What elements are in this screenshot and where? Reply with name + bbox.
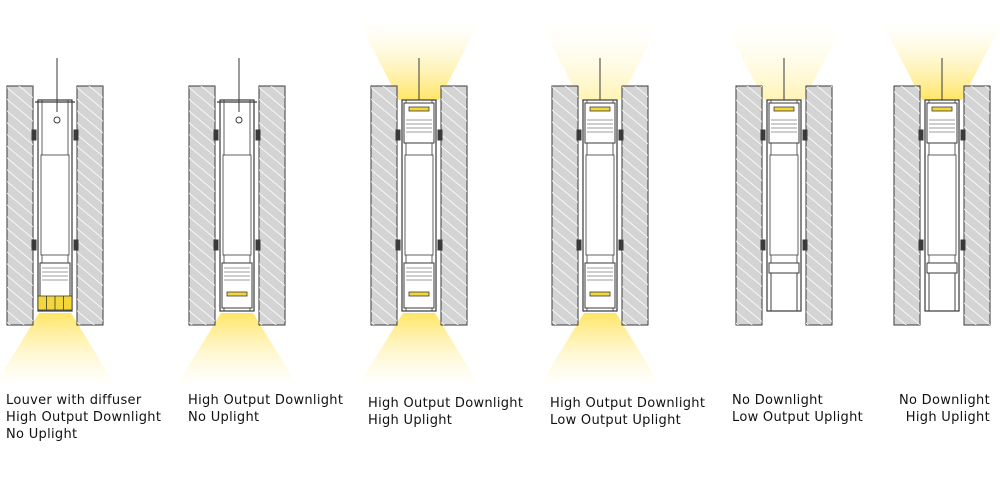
fixture-high-down-high-up [357,22,481,388]
clip-right-upper [73,129,79,141]
uplight-led [589,106,611,112]
clip-left-lower [213,239,219,251]
downlight-led [589,291,611,297]
downlight-beam [175,313,299,388]
wall-left-hatch [552,86,578,325]
clip-right-lower [255,239,261,251]
clip-right-upper [960,129,966,141]
downlight-module [403,262,435,309]
downlight-beam [0,313,117,388]
caption-line: No Downlight [898,393,990,408]
clip-right-lower [73,239,79,251]
caption-line: High Output Downlight [368,396,524,411]
caption-line: High Uplight [905,410,990,425]
clip-left-upper [576,129,582,141]
wall-left-hatch [371,86,397,325]
wall-right-hatch [622,86,648,325]
clip-right-upper [618,129,624,141]
fixture-louver-diffuser-downlight [0,58,117,388]
clip-right-upper [437,129,443,141]
clip-left-upper [918,129,924,141]
uplight-led [773,106,795,112]
uplight-led [931,106,953,112]
wall-left-hatch [189,86,215,325]
wall-right-hatch [259,86,285,325]
clip-left-upper [213,129,219,141]
uplight-led [408,106,430,112]
wall-left-hatch [7,86,33,325]
caption-high-down-high-up: High Output Downlight High Uplight [368,395,523,429]
clip-right-lower [437,239,443,251]
fixture-high-up-only [882,22,1000,326]
caption-line: Low Output Uplight [732,410,864,425]
caption-low-up-only: No Downlight Low Output Uplight [732,392,863,426]
fixture-high-down-low-up [538,22,662,388]
driver-box [585,154,615,256]
clip-left-lower [576,239,582,251]
caption-line: High Output Downlight [188,393,344,408]
wall-right-hatch [441,86,467,325]
clip-left-lower [31,239,37,251]
end-cap [926,262,958,274]
caption-high-up-only: No Downlight High Uplight [884,392,990,426]
clip-left-lower [918,239,924,251]
clip-left-upper [31,129,37,141]
cable-ring [235,116,243,124]
caption-line: Low Output Uplight [550,413,682,428]
uplight-beam [882,22,1000,100]
downlight-led [226,291,248,297]
clip-right-lower [618,239,624,251]
caption-line: No Uplight [6,427,78,442]
downlight-led [408,291,430,297]
caption-louver-diffuser-downlight: Louver with diffuser High Output Downlig… [6,392,161,443]
caption-line: No Downlight [732,393,824,408]
clip-left-upper [760,129,766,141]
driver-box [40,154,70,256]
caption-line: Louver with diffuser [6,393,142,408]
wall-left-hatch [736,86,762,325]
caption-line: High Output Downlight [550,396,706,411]
clip-left-lower [760,239,766,251]
driver-box [222,154,252,256]
fixture-low-up-only [724,22,844,326]
cable-ring [53,116,61,124]
clip-right-upper [802,129,808,141]
caption-line: High Uplight [368,413,453,428]
downlight-beam [538,313,662,388]
fixtures-layer [0,22,1000,388]
driver-box [927,154,957,256]
clip-right-lower [802,239,808,251]
downlight-module [584,262,616,309]
caption-line: High Output Downlight [6,410,162,425]
end-cap [768,262,800,274]
downlight-module [221,262,253,309]
wall-right-hatch [964,86,990,325]
caption-high-down-low-up: High Output Downlight Low Output Uplight [550,395,705,429]
driver-box [769,154,799,256]
driver-box [404,154,434,256]
caption-high-downlight: High Output Downlight No Uplight [188,392,343,426]
clip-left-upper [395,129,401,141]
clip-left-lower [395,239,401,251]
clip-right-upper [255,129,261,141]
downlight-beam [357,313,481,388]
caption-line: No Uplight [188,410,260,425]
wall-right-hatch [806,86,832,325]
wall-right-hatch [77,86,103,325]
clip-right-lower [960,239,966,251]
fixture-high-downlight [175,58,299,388]
wall-left-hatch [894,86,920,325]
